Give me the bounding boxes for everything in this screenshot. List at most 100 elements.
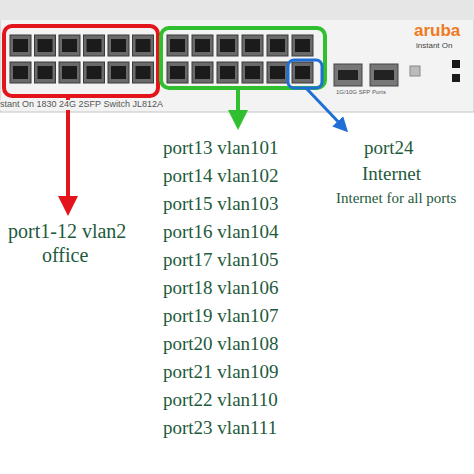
port-housing: [10, 35, 31, 56]
sfp-slot: [338, 70, 358, 80]
port-housing: [242, 62, 263, 83]
port-housing: [10, 62, 31, 83]
ethernet-port: [292, 35, 313, 56]
port-socket: [170, 39, 185, 52]
port-housing: [167, 35, 188, 56]
vlan-label: port18 vlan106: [163, 278, 279, 299]
sfp-cage: [334, 64, 362, 86]
ethernet-port: [267, 62, 288, 83]
ethernet-port: [108, 35, 129, 56]
port-housing: [192, 35, 213, 56]
port-housing: [217, 35, 238, 56]
sfp-caption: 1G/10G SFP Ports: [336, 89, 386, 96]
port-housing: [35, 35, 56, 56]
vlan-label: office: [42, 244, 88, 266]
port-housing: [108, 35, 129, 56]
port-socket: [38, 39, 53, 52]
vlan-label: port21 vlan109: [163, 362, 279, 383]
ethernet-port: [217, 62, 238, 83]
sfp-slot: [374, 70, 394, 80]
ethernet-port: [10, 62, 31, 83]
vlan-label: port19 vlan107: [163, 306, 279, 327]
port-housing: [84, 62, 105, 83]
port-socket: [270, 39, 285, 52]
ethernet-port: [267, 35, 288, 56]
port-housing: [267, 62, 288, 83]
ethernet-port: [108, 62, 129, 83]
ethernet-port: [292, 62, 313, 83]
port-housing: [292, 35, 313, 56]
port-housing: [84, 35, 105, 56]
ethernet-port: [10, 35, 31, 56]
ethernet-port: [192, 35, 213, 56]
port-socket: [170, 66, 185, 79]
port-housing: [267, 35, 288, 56]
port-socket: [195, 39, 210, 52]
ethernet-port: [167, 62, 188, 83]
ethernet-port: [35, 62, 56, 83]
port-socket: [295, 66, 310, 79]
model-label: stant On 1830 24G 2SFP Switch JL812A: [0, 100, 163, 110]
uplink-bracket: [288, 60, 322, 88]
port-socket: [195, 66, 210, 79]
sfp-cage: [370, 64, 398, 86]
port-socket: [87, 66, 102, 79]
port-housing: [108, 62, 129, 83]
port-socket: [220, 39, 235, 52]
vlan-bracket: [161, 28, 325, 88]
port-socket: [270, 66, 285, 79]
ethernet-port: [167, 35, 188, 56]
port-socket: [62, 39, 77, 52]
vlan-label: port23 vlan111: [163, 418, 277, 439]
vlan-label: port17 vlan105: [163, 250, 279, 271]
port-socket: [295, 39, 310, 52]
port-housing: [292, 62, 313, 83]
port-socket: [111, 66, 126, 79]
brand-logo: aruba: [414, 22, 460, 41]
port-housing: [242, 35, 263, 56]
port-housing: [167, 62, 188, 83]
vlan-label: port20 vlan108: [163, 334, 279, 355]
vlan-label: port1-12 vlan2: [8, 220, 126, 242]
office-arrow: [66, 96, 70, 212]
vlan-label: port16 vlan104: [163, 222, 279, 243]
uplink-label: Internet: [362, 164, 421, 185]
ethernet-port: [35, 35, 56, 56]
port-socket: [245, 39, 260, 52]
vlan-label: port22 vlan110: [163, 390, 278, 411]
vlan-arrow: [236, 88, 240, 126]
ethernet-port: [242, 35, 263, 56]
office-bracket: [4, 26, 158, 96]
uplink-label: port24: [364, 138, 414, 159]
port-housing: [133, 35, 154, 56]
port-socket: [38, 66, 53, 79]
vlan-label: port13 vlan101: [163, 138, 279, 159]
switch-top-strip: [0, 0, 474, 20]
port-socket: [220, 66, 235, 79]
ethernet-port: [59, 35, 80, 56]
ethernet-port: [192, 62, 213, 83]
reset-button: [410, 66, 420, 76]
port-housing: [192, 62, 213, 83]
port-housing: [217, 62, 238, 83]
port-socket: [87, 39, 102, 52]
uplink-note: Internet for all ports: [336, 190, 456, 207]
vlan-label: port15 vlan103: [163, 194, 279, 215]
port-housing: [35, 62, 56, 83]
port-socket: [245, 66, 260, 79]
port-socket: [111, 39, 126, 52]
ethernet-port: [84, 35, 105, 56]
status-led: [452, 60, 460, 68]
ethernet-port: [133, 62, 154, 83]
port-socket: [13, 39, 28, 52]
ethernet-port: [133, 35, 154, 56]
port-housing: [59, 62, 80, 83]
brand-subtitle: instant On: [416, 42, 452, 51]
vlan-label: port14 vlan102: [163, 166, 279, 187]
port-socket: [13, 66, 28, 79]
port-housing: [59, 35, 80, 56]
ethernet-port: [242, 62, 263, 83]
ethernet-port: [59, 62, 80, 83]
port-socket: [136, 66, 151, 79]
ethernet-port: [217, 35, 238, 56]
